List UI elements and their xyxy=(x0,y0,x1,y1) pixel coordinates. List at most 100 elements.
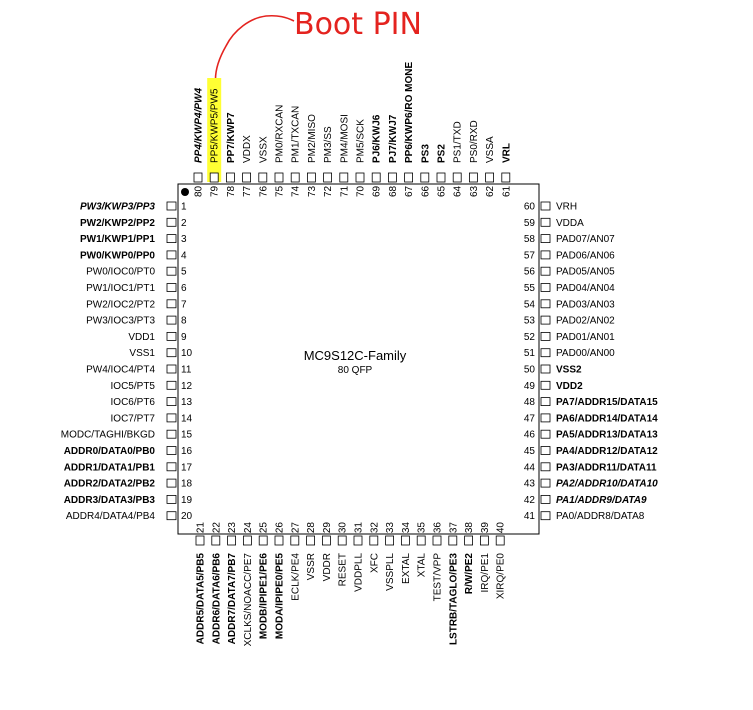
pin-number-39: 39 xyxy=(480,522,491,534)
pin-label-22: ADDR6/DATA6/PB6 xyxy=(211,553,222,645)
pin-number-3: 3 xyxy=(181,234,187,245)
pin-number-76: 76 xyxy=(258,185,269,197)
pin-number-42: 42 xyxy=(524,495,536,506)
pin-label-75: PM0/RXCAN xyxy=(275,105,286,163)
pin-label-27: ECLK/PE4 xyxy=(290,553,301,601)
pin-number-10: 10 xyxy=(181,348,193,359)
pin-lead-39 xyxy=(479,535,489,546)
pin-number-57: 57 xyxy=(524,250,536,261)
pin-number-52: 52 xyxy=(524,332,536,343)
pin-number-9: 9 xyxy=(181,332,187,343)
pin-lead-1 xyxy=(166,201,177,211)
pin-label-29: VDDR xyxy=(322,553,333,581)
pin-lead-22 xyxy=(211,535,221,546)
pin-lead-24 xyxy=(242,535,252,546)
pin-label-19: ADDR3/DATA3/PB3 xyxy=(64,495,156,506)
pin-label-63: PS0/RXD xyxy=(469,120,480,163)
pin-number-50: 50 xyxy=(524,365,536,376)
pin-label-71: PM4/MOSI xyxy=(339,114,350,163)
pin-number-15: 15 xyxy=(181,430,193,441)
pin-lead-72 xyxy=(323,172,333,183)
pin-label-11: PW4/IOC4/PT4 xyxy=(86,365,155,376)
pin-lead-36 xyxy=(432,535,442,546)
pin-label-70: PM5/SCK xyxy=(356,119,367,163)
pin-number-2: 2 xyxy=(181,218,187,229)
pin-number-47: 47 xyxy=(524,413,536,424)
chip-body xyxy=(177,183,540,535)
pin-number-19: 19 xyxy=(181,495,193,506)
pin-lead-78 xyxy=(225,172,235,183)
pin-number-40: 40 xyxy=(496,522,507,534)
pin-lead-74 xyxy=(290,172,300,183)
pin-lead-9 xyxy=(166,331,177,341)
pin-label-6: PW1/IOC1/PT1 xyxy=(86,283,155,294)
pin-lead-26 xyxy=(274,535,284,546)
pin-lead-13 xyxy=(166,397,177,407)
pin-number-79: 79 xyxy=(210,185,221,197)
pin-lead-48 xyxy=(540,397,551,407)
pin-lead-10 xyxy=(166,348,177,358)
pin-lead-54 xyxy=(540,299,551,309)
pin-label-17: ADDR1/DATA1/PB1 xyxy=(64,462,156,473)
pin-number-74: 74 xyxy=(291,185,302,197)
pin-label-30: RESET xyxy=(338,553,349,586)
pin-label-31: VDDPLL xyxy=(354,553,365,592)
pin-lead-6 xyxy=(166,283,177,292)
pin-number-31: 31 xyxy=(354,522,365,534)
pin-number-11: 11 xyxy=(181,365,192,376)
pin-number-45: 45 xyxy=(524,446,536,457)
pin-lead-61 xyxy=(501,172,511,183)
pin-label-66: PS3 xyxy=(420,144,431,163)
pin-label-52: PAD01/AN01 xyxy=(556,332,615,343)
pin-label-55: PAD04/AN04 xyxy=(556,283,615,294)
pin-label-39: IRQ/PE1 xyxy=(480,553,491,593)
pin-lead-50 xyxy=(540,364,551,374)
pin-lead-14 xyxy=(166,413,177,423)
pin-number-25: 25 xyxy=(259,522,270,534)
pin-number-18: 18 xyxy=(181,479,193,490)
pin-label-50: VSS2 xyxy=(556,365,582,376)
pin-label-36: TEST/VPP xyxy=(433,553,444,602)
pin-label-47: PA6/ADDR14/DATA14 xyxy=(556,413,658,424)
pin-lead-55 xyxy=(540,283,551,292)
pin-label-3: PW1/KWP1/PP1 xyxy=(80,234,155,245)
pin-number-14: 14 xyxy=(181,413,193,424)
pin-lead-80 xyxy=(193,172,203,183)
pin-label-53: PAD02/AN02 xyxy=(556,316,615,327)
pin-label-79: PP5/KWP5/PW5 xyxy=(210,88,221,163)
pin-lead-58 xyxy=(540,234,551,244)
pin-lead-63 xyxy=(468,172,478,183)
pin-lead-37 xyxy=(448,535,458,546)
pin-label-44: PA3/ADDR11/DATA11 xyxy=(556,462,657,473)
pin-lead-12 xyxy=(166,380,177,390)
pin-lead-32 xyxy=(369,535,379,546)
chip-title: MC9S12C-Family xyxy=(304,348,407,363)
pin-number-16: 16 xyxy=(181,446,193,457)
pin-number-77: 77 xyxy=(242,185,253,197)
pin-lead-21 xyxy=(195,535,205,546)
boot-pin-annotation: Boot PIN xyxy=(214,7,422,87)
pin-lead-68 xyxy=(387,172,397,183)
pin-lead-62 xyxy=(485,172,495,183)
pin-label-49: VDD2 xyxy=(556,381,583,392)
pin-lead-38 xyxy=(464,535,474,546)
pin-label-12: IOC5/PT5 xyxy=(111,381,156,392)
pin-lead-53 xyxy=(540,315,551,325)
pin-label-37: LSTRB/TAGLO/PE3 xyxy=(448,553,459,645)
pin-label-5: PW0/IOC0/PT0 xyxy=(86,267,155,278)
pin-label-73: PM2/MISO xyxy=(307,114,318,163)
pin-number-7: 7 xyxy=(181,299,187,310)
pin-lead-25 xyxy=(258,535,268,546)
pin-lead-17 xyxy=(166,462,177,472)
pin-label-42: PA1/ADDR9/DATA9 xyxy=(556,495,647,506)
pin-label-64: PS1/TXD xyxy=(453,121,464,163)
pin-lead-7 xyxy=(166,299,177,309)
pin-label-68: PJ7/KWJ7 xyxy=(388,114,399,163)
pin-number-68: 68 xyxy=(388,185,399,197)
pin-lead-11 xyxy=(166,364,177,374)
pin-lead-73 xyxy=(306,172,316,183)
pin-number-32: 32 xyxy=(369,522,380,534)
pin-lead-71 xyxy=(339,172,349,183)
pin-lead-19 xyxy=(166,494,177,504)
pin-label-32: XFC xyxy=(369,553,380,573)
